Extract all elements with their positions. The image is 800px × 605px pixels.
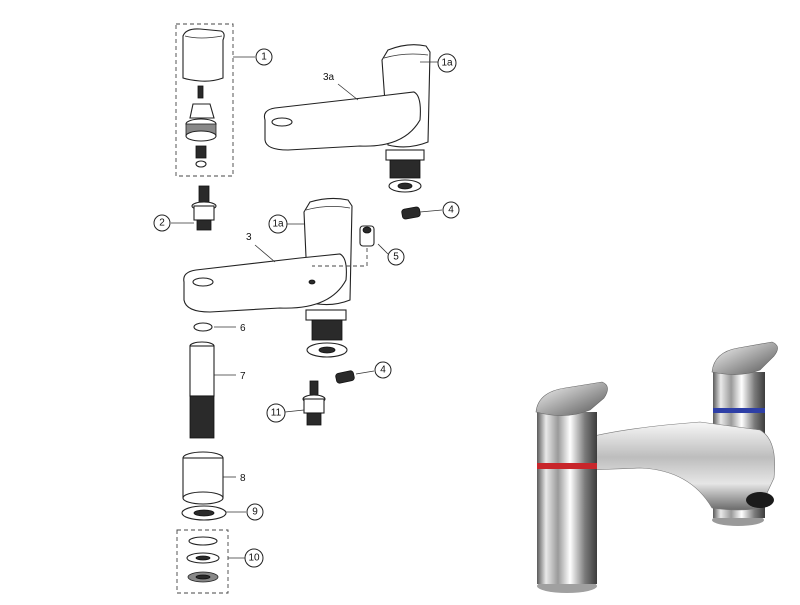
lower-thread (311, 319, 343, 341)
callout-4-low (374, 361, 392, 379)
cold-lever (711, 341, 778, 375)
hot-pillar (537, 412, 597, 584)
bridge-spout (577, 421, 775, 511)
callout-1a-mid (268, 214, 288, 234)
upper-thread (389, 159, 421, 179)
callout-9 (246, 503, 264, 521)
part-11-valve: 11 (266, 380, 326, 426)
part-5-diverter: 5 (312, 225, 405, 267)
label-3: 3 (246, 232, 252, 243)
callout-2-text: 2 (159, 218, 165, 229)
part-3a-upper-body: 3a 1a (263, 44, 457, 193)
callout-5-text: 5 (393, 252, 399, 263)
callout-4-low-text: 4 (380, 365, 386, 376)
part-6-o-ring: 6 (193, 322, 246, 334)
spline-adaptor (195, 145, 207, 159)
label-6: 6 (240, 323, 246, 334)
callout-1a-top (437, 53, 457, 73)
callout-5 (387, 248, 405, 266)
cold-indicator-ring (713, 408, 765, 413)
callout-1-text: 1 (261, 52, 267, 63)
callout-11 (266, 403, 286, 423)
upper-bridge-arm (263, 91, 421, 151)
part-10-fixing-kit: 10 (176, 529, 264, 594)
part-1-handle-kit: 1 (175, 23, 273, 177)
callout-2 (153, 214, 171, 232)
part-8-shroud: 8 (182, 451, 246, 505)
hot-lever (535, 381, 608, 416)
part-2-valve: 2 (153, 185, 217, 232)
callout-10-text: 10 (248, 553, 260, 564)
part-7-extension: 7 (189, 341, 246, 439)
part-4-grub-screw-lower: 4 (335, 361, 392, 384)
cartridge-top (189, 103, 215, 119)
lower-bridge-arm (183, 253, 347, 313)
callout-4-top (442, 201, 460, 219)
label-8: 8 (240, 473, 246, 484)
callout-1a-mid-text: 1a (272, 219, 284, 230)
label-7: 7 (240, 371, 246, 382)
callout-9-text: 9 (252, 507, 258, 518)
label-3a: 3a (323, 72, 335, 83)
part-3-lower-body: 3 1a (183, 197, 353, 358)
callout-10 (244, 548, 264, 568)
product-photo-bath-filler (535, 341, 778, 593)
part-4-grub-screw-top: 4 (401, 201, 460, 220)
screw (197, 85, 204, 99)
lever-cap (182, 28, 225, 82)
hot-indicator-ring (537, 463, 597, 469)
kit-1-dashed-box (175, 23, 234, 177)
part-9-flange: 9 (181, 503, 264, 521)
callout-4-top-text: 4 (448, 205, 454, 216)
callout-1 (255, 48, 273, 66)
callout-1a-top-text: 1a (441, 58, 453, 69)
callout-11-text: 11 (271, 408, 282, 419)
